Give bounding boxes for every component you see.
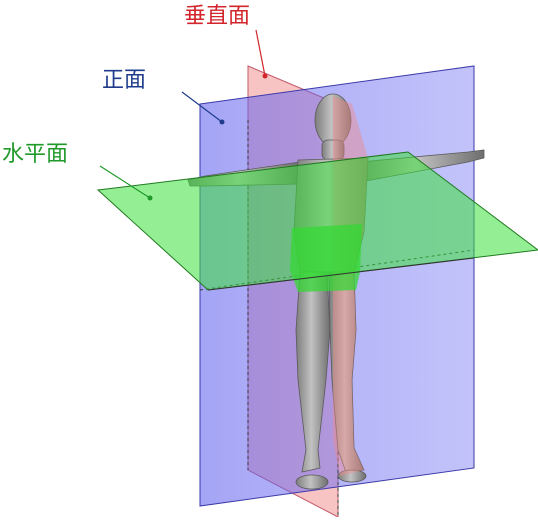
sagittal-pointer-dot [262,73,268,79]
horizontal-body-band [290,224,362,292]
label-pointers [99,29,266,199]
horizontal-plane-label: 水平面 [2,142,69,167]
horizontal-pointer-dot [147,195,153,201]
sagittal-plane-label: 垂直面 [184,4,251,29]
plane-intersection-line [207,257,475,291]
frontal-plane-label: 正面 [102,68,147,93]
horizontal-plane [96,151,538,291]
frontal-pointer-dot [219,119,225,125]
